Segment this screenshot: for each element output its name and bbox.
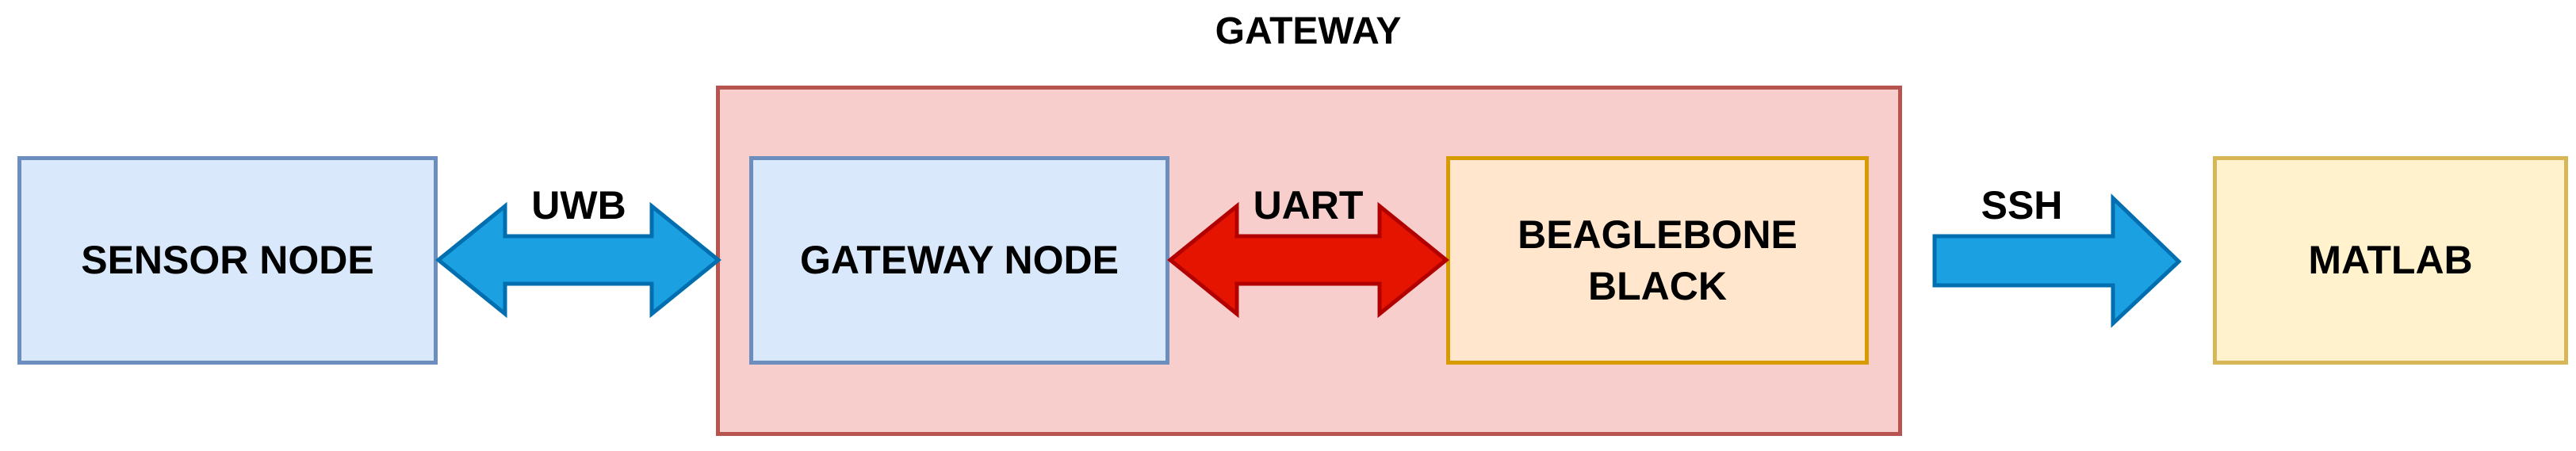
ssh-label: SSH	[1981, 183, 2063, 227]
sensor-node-label: SENSOR NODE	[81, 238, 374, 282]
ssh-arrow-shape	[1932, 193, 2182, 328]
matlab-node[interactable]: MATLAB	[2213, 156, 2568, 365]
gateway-node[interactable]: GATEWAY NODE	[749, 156, 1169, 365]
uart-arrow-shape	[1167, 201, 1449, 319]
beaglebone-label-line2: BLACK	[1588, 263, 1727, 308]
matlab-label: MATLAB	[2308, 238, 2473, 282]
sensor-node[interactable]: SENSOR NODE	[17, 156, 438, 365]
uwb-label: UWB	[531, 183, 626, 227]
beaglebone-label-line1: BEAGLEBONE	[1518, 212, 1797, 257]
uart-label: UART	[1253, 183, 1364, 227]
gateway-group-title: GATEWAY	[1215, 10, 1402, 52]
uwb-arrow-shape	[435, 201, 722, 319]
beaglebone-black-node[interactable]: BEAGLEBONE BLACK	[1446, 156, 1869, 365]
gateway-node-label: GATEWAY NODE	[800, 238, 1119, 282]
